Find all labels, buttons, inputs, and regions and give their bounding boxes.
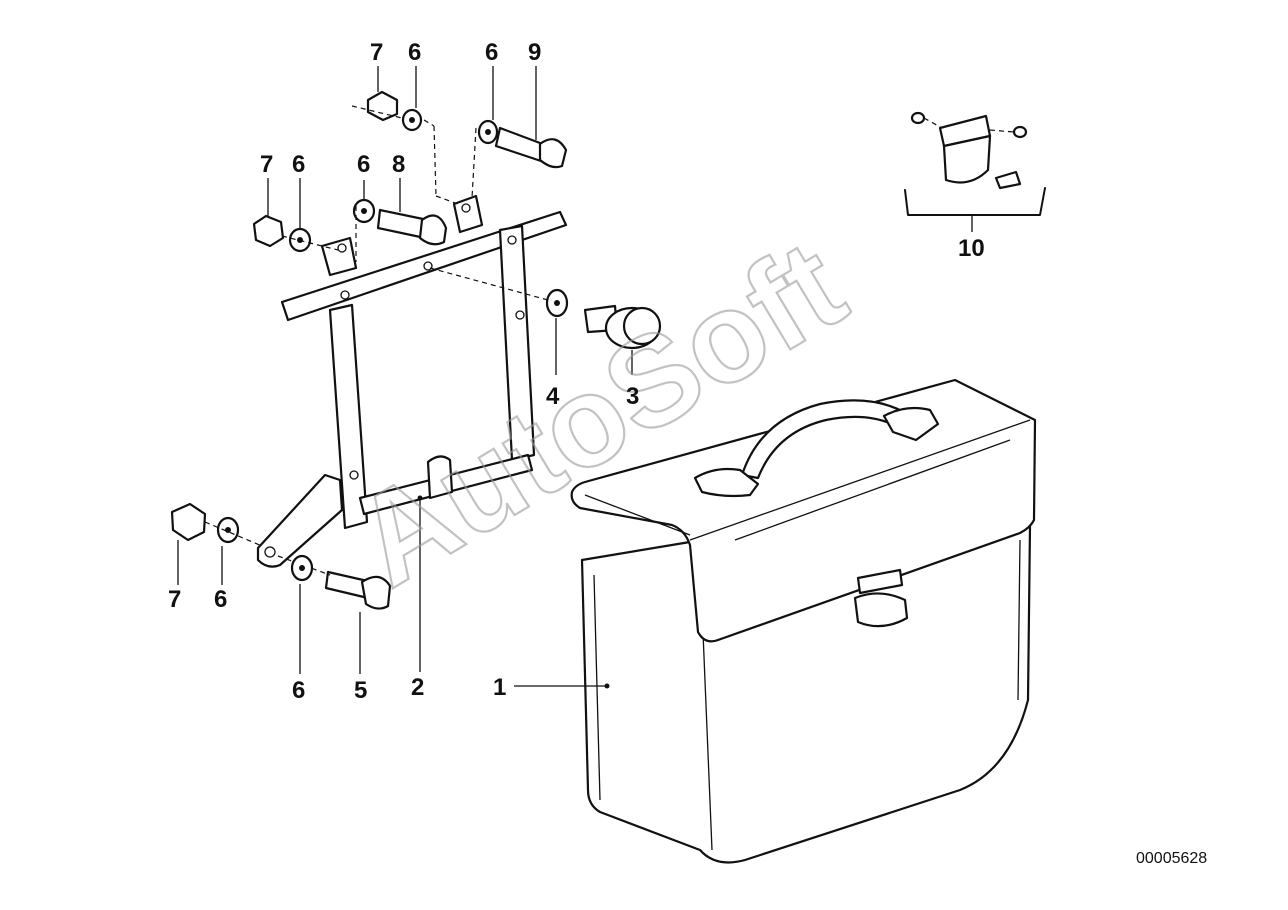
knob-screw — [583, 304, 662, 375]
bolt-8 — [352, 178, 448, 262]
lock-kit — [904, 111, 1046, 232]
callout-7: 7 — [370, 39, 383, 66]
callout-6: 6 — [357, 151, 370, 178]
callout-5: 5 — [354, 677, 367, 704]
callout-2: 2 — [411, 674, 424, 701]
nut-washer-mid-left — [252, 178, 339, 253]
bracket-frame — [256, 194, 568, 672]
case — [514, 378, 1037, 864]
callout-3: 3 — [626, 383, 639, 410]
callout-6: 6 — [292, 151, 305, 178]
washer-4 — [429, 267, 569, 375]
washer-6-lower — [290, 554, 314, 674]
nut-washer-top — [351, 66, 459, 205]
bolt-9 — [471, 66, 568, 199]
callout-6: 6 — [292, 677, 305, 704]
callout-6: 6 — [485, 39, 498, 66]
callout-4: 4 — [546, 383, 560, 410]
callout-7: 7 — [168, 586, 181, 613]
callout-7: 7 — [260, 151, 273, 178]
part-number: 00005628 — [1136, 850, 1207, 867]
callout-6: 6 — [214, 586, 227, 613]
callout-9: 9 — [528, 39, 541, 66]
callout-8: 8 — [392, 151, 405, 178]
callout-10: 10 — [958, 235, 985, 262]
callout-6: 6 — [408, 39, 421, 66]
callout-1: 1 — [493, 674, 506, 701]
nut-washer-lower-left — [170, 502, 263, 585]
